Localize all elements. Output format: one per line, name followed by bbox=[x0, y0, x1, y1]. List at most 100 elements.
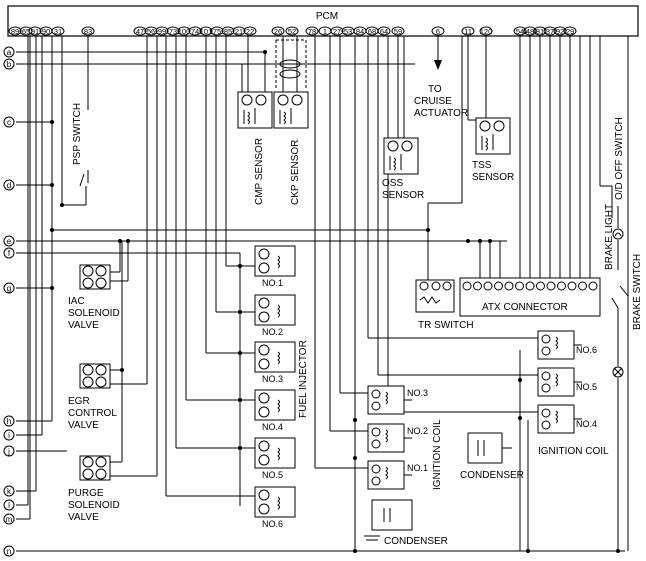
atx-connector-label: ATX CONNECTOR bbox=[482, 302, 568, 313]
pcm-pin-outline bbox=[377, 26, 391, 36]
purge-label-2: SOLENOID bbox=[68, 500, 120, 511]
injector-3: NO.3 bbox=[254, 341, 296, 384]
tss-label-2: SENSOR bbox=[472, 172, 514, 183]
bus-terminal-k bbox=[3, 485, 15, 497]
cruise-actuator-arrow bbox=[434, 36, 442, 70]
egr-label-3: VALVE bbox=[68, 420, 99, 431]
iac-label-2: SOLENOID bbox=[68, 308, 120, 319]
bus-label-i: i bbox=[8, 431, 10, 440]
pcm-pin-outline bbox=[221, 26, 235, 36]
brake-switch-label: BRAKE SWITCH bbox=[632, 254, 643, 330]
pcm-pin-outline bbox=[243, 26, 257, 36]
pcm-pin-outline bbox=[155, 26, 169, 36]
pcm-pin-47: 47 bbox=[136, 27, 144, 36]
cruise-label-1: TO bbox=[428, 84, 442, 95]
pcm-pin-outline bbox=[81, 26, 95, 36]
pcm-pin-120: 120 bbox=[480, 27, 493, 36]
iac-solenoid-valve bbox=[79, 241, 129, 290]
oss-label-2: SENSOR bbox=[382, 190, 424, 201]
coil-right-3: NO.4 bbox=[537, 404, 597, 434]
fuel-injectors: NO.1NO.2NO.3NO.4NO.5NO.6 bbox=[254, 245, 296, 529]
brake-switch bbox=[611, 297, 624, 378]
coil-left-2: NO.2 bbox=[367, 423, 428, 453]
ignition-coils-right: NO.6NO.5NO.4 bbox=[537, 330, 597, 434]
oss-label-1: OSS bbox=[382, 178, 403, 189]
od-off-switch-label: O/D OFF SWITCH bbox=[614, 117, 625, 200]
bus-label-b: b bbox=[7, 60, 12, 69]
coil-right-1: NO.6 bbox=[537, 330, 597, 360]
pcm-pin-26: 26 bbox=[274, 27, 282, 36]
atx-pin bbox=[578, 281, 587, 291]
pcm-pin-6: 6 bbox=[436, 27, 440, 36]
left-wiring bbox=[27, 36, 89, 519]
pcm-module bbox=[7, 5, 639, 37]
condenser-mid bbox=[467, 432, 512, 464]
atx-pin bbox=[557, 281, 566, 291]
pcm-pin-outline bbox=[543, 26, 557, 36]
bus-label-l: l bbox=[8, 501, 10, 510]
pcm-pin-outline bbox=[523, 26, 537, 36]
ignition-coil-right-label: IGNITION COIL bbox=[538, 446, 609, 457]
coil-right-label-3: NO.4 bbox=[576, 419, 597, 429]
bus-label-m: m bbox=[6, 515, 13, 524]
coil-right-2: NO.5 bbox=[537, 367, 597, 397]
pcm-pin-31: 31 bbox=[54, 27, 62, 36]
pcm-pin-85: 85 bbox=[224, 27, 232, 36]
injector-label-2: NO.2 bbox=[262, 327, 283, 337]
pcm-pin-22: 22 bbox=[246, 27, 254, 36]
pcm-pin-outline bbox=[285, 26, 299, 36]
psp-switch-label: PSP SWITCH bbox=[72, 103, 83, 165]
pcm-pin-outline bbox=[305, 26, 319, 36]
bus-label-k: k bbox=[7, 487, 12, 496]
pcm-pin-64: 64 bbox=[380, 27, 388, 36]
injector-4: NO.4 bbox=[254, 389, 296, 432]
purge-label-3: VALVE bbox=[68, 512, 99, 523]
pcm-pin-11: 11 bbox=[464, 27, 472, 36]
tr-switch bbox=[415, 279, 455, 313]
atx-pin bbox=[462, 281, 472, 291]
tss-sensor bbox=[427, 36, 511, 280]
atx-pin bbox=[515, 281, 524, 291]
injector-6: NO.6 bbox=[254, 486, 296, 529]
bus-terminal-d bbox=[3, 179, 15, 191]
coil-left-label-2: NO.2 bbox=[407, 426, 428, 436]
pcm-pin-75: 75 bbox=[213, 27, 221, 36]
pcm-pin-outline bbox=[479, 26, 493, 36]
oss-sensor bbox=[383, 137, 419, 175]
ckp-sensor bbox=[273, 36, 309, 129]
pcm-pin-68: 68 bbox=[368, 27, 376, 36]
atx-pin bbox=[546, 281, 556, 291]
condenser-mid-label: CONDENSER bbox=[460, 470, 524, 481]
pcm-pin-74: 74 bbox=[191, 27, 199, 36]
atx-pin bbox=[525, 281, 535, 291]
coil-left-3: NO.1 bbox=[367, 460, 428, 490]
bus-terminal-c bbox=[3, 116, 15, 128]
bus-label-n: n bbox=[7, 547, 11, 556]
cruise-label-2: CRUISE bbox=[414, 96, 452, 107]
pcm-pin-89: 89 bbox=[11, 27, 19, 36]
bus-terminal-f bbox=[3, 247, 15, 259]
bus-label-g: g bbox=[7, 284, 11, 293]
pcm-pin-outline bbox=[144, 26, 158, 36]
injector-feed-lines bbox=[165, 36, 255, 506]
pcm-pin-48: 48 bbox=[526, 27, 534, 36]
pcm-pin-outline bbox=[563, 26, 577, 36]
iac-label-1: IAC bbox=[68, 296, 85, 307]
pcm-pin-outline bbox=[210, 26, 224, 36]
pcm-pin-54: 54 bbox=[516, 27, 524, 36]
pcm-pin-37: 37 bbox=[546, 27, 554, 36]
pcm-pin-outline bbox=[8, 26, 22, 36]
pcm-pin-outline bbox=[232, 26, 246, 36]
pcm-pin-27: 27 bbox=[333, 27, 341, 36]
injector-label-5: NO.5 bbox=[262, 470, 283, 480]
pcm-pin-outline bbox=[133, 26, 147, 36]
bus-lines bbox=[16, 51, 625, 552]
bus-label-e: e bbox=[7, 237, 12, 246]
pcm-pin-outline bbox=[391, 26, 405, 36]
bus-terminal-e bbox=[3, 235, 15, 247]
pcm-pin-65: 65 bbox=[22, 27, 30, 36]
atx-feed-lines bbox=[479, 36, 613, 278]
pcm-pin-99: 99 bbox=[158, 27, 166, 36]
